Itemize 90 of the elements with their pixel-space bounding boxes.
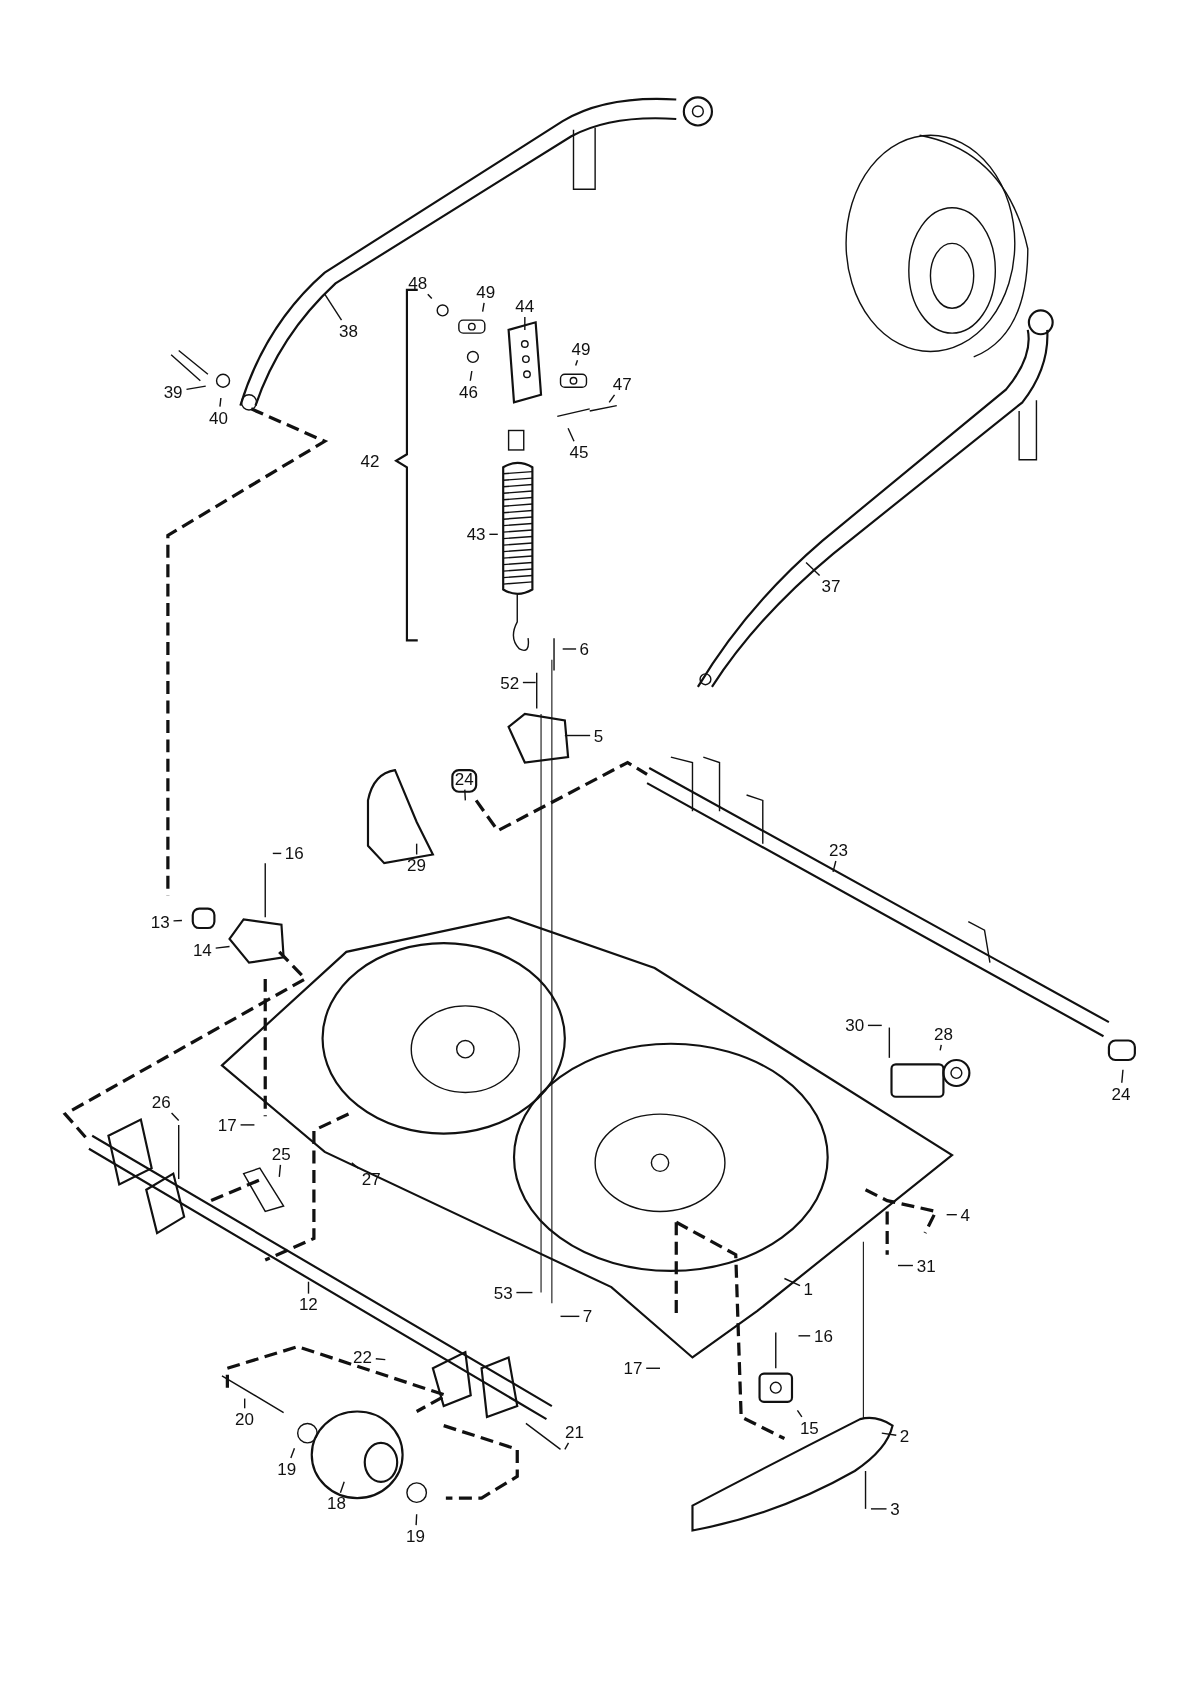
callout-number: 29 (406, 855, 428, 875)
leader-line (515, 1291, 534, 1294)
callout-number: 53 (492, 1283, 514, 1303)
leader-line (567, 427, 575, 442)
leader-line (375, 1358, 386, 1361)
callout-number: 43 (465, 524, 487, 544)
callout-number: 28 (933, 1024, 954, 1044)
leader-line (832, 860, 837, 873)
callout-number: 22 (352, 1347, 373, 1367)
callout-number: 18 (326, 1493, 347, 1513)
callout-number: 24 (1110, 1084, 1132, 1103)
callout-number: 39 (162, 382, 184, 402)
callout-number: 7 (581, 1306, 594, 1326)
leader-line (522, 681, 537, 684)
leader-line (415, 842, 418, 856)
leader-line (524, 316, 526, 331)
leader-line (170, 1112, 180, 1122)
callout-number: 4 (959, 1205, 971, 1225)
leader-line (488, 533, 499, 536)
callout-number: 1 (802, 1279, 814, 1299)
leader-line (464, 788, 467, 802)
leader-line (339, 1481, 345, 1494)
callout-number: 37 (820, 576, 842, 596)
leader-line (645, 1367, 661, 1369)
leader-line (469, 370, 473, 382)
callout-number: 42 (359, 451, 381, 471)
leader-line (797, 1335, 811, 1337)
callout-number: 17 (622, 1358, 644, 1378)
leader-line (564, 1442, 570, 1451)
leader-line (427, 293, 433, 300)
callout-number: 13 (149, 912, 171, 932)
callout-number: 40 (208, 408, 229, 427)
leader-line (219, 397, 222, 408)
leader-line (481, 302, 485, 313)
leader-line (796, 1409, 803, 1418)
leader-line (272, 852, 282, 855)
callout-number: 38 (337, 321, 359, 341)
callout-number: 46 (458, 382, 479, 402)
callout-number: 26 (150, 1092, 172, 1112)
leader-line (243, 1397, 246, 1409)
callout-number: 25 (270, 1144, 292, 1164)
callout-number: 49 (570, 339, 592, 359)
leader-line (1121, 1069, 1124, 1084)
callout-number: 44 (514, 296, 536, 316)
callout-number: 6 (578, 639, 591, 659)
callout-number: 16 (283, 843, 305, 863)
leader-line (945, 1213, 958, 1216)
leader-line (608, 394, 616, 404)
leader-line (783, 1277, 801, 1287)
callout-number: 5 (592, 726, 605, 745)
callout-number: 30 (844, 1015, 866, 1035)
callout-number: 20 (234, 1409, 255, 1429)
callout-number: 21 (564, 1422, 585, 1442)
leader-line (185, 385, 207, 391)
leader-line (564, 734, 591, 737)
leader-line (290, 1447, 296, 1459)
callout-number: 15 (798, 1418, 820, 1438)
callout-number: 27 (360, 1169, 382, 1189)
callout-number: 45 (568, 442, 590, 462)
leader-line (805, 561, 821, 577)
callout-number: 49 (475, 282, 497, 302)
leader-line (574, 359, 579, 367)
callout-number: 12 (297, 1294, 319, 1314)
leader-line (415, 1513, 418, 1526)
leader-line (324, 293, 343, 321)
callout-number: 48 (407, 273, 429, 293)
leader-line (881, 1432, 897, 1436)
callout-number: 52 (499, 673, 521, 692)
leader-line (239, 1124, 256, 1126)
callout-number: 23 (828, 840, 850, 860)
callout-number: 31 (915, 1256, 937, 1275)
callout-number: 3 (889, 1499, 901, 1519)
callout-number: 47 (611, 374, 633, 394)
leader-line (278, 1164, 282, 1178)
leader-line (559, 1315, 581, 1318)
leader-line (870, 1508, 888, 1510)
callout-number: 2 (898, 1426, 911, 1446)
leader-line (867, 1024, 883, 1027)
callout-number: 16 (813, 1326, 834, 1346)
leader-line (172, 919, 183, 922)
callout-number: 19 (405, 1526, 426, 1546)
leader-line (897, 1264, 914, 1267)
leader-line (215, 945, 231, 949)
callout-number: 17 (216, 1115, 238, 1135)
leader-line (561, 648, 577, 650)
leader-line (939, 1044, 942, 1051)
callout-number: 14 (191, 940, 213, 960)
leader-line (307, 1281, 310, 1295)
leader-line (351, 1162, 359, 1169)
callout-number: 19 (276, 1459, 298, 1479)
